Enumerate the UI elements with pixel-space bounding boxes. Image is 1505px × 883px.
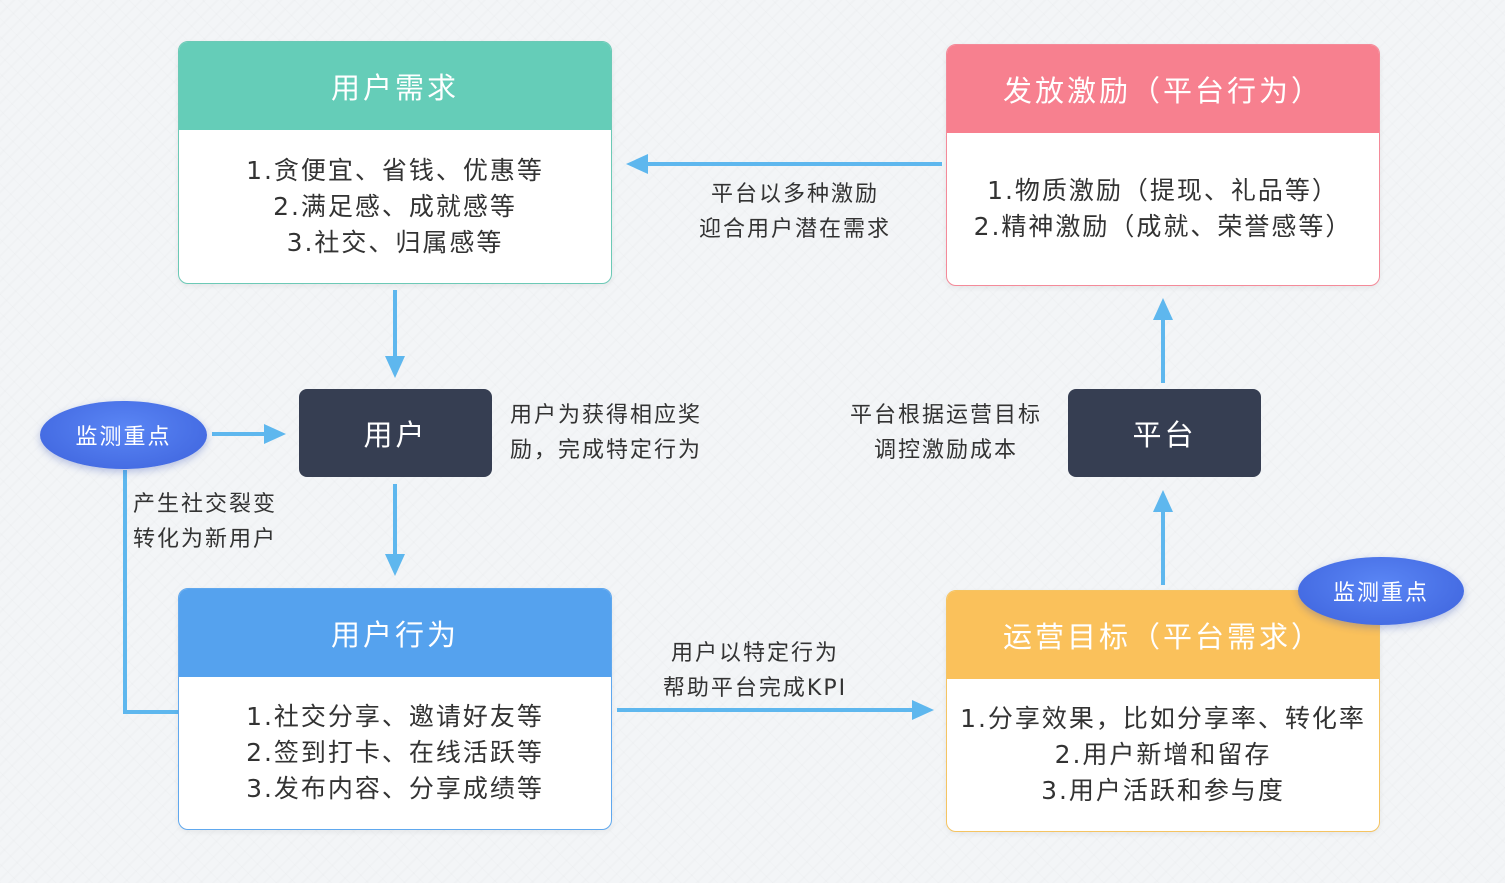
kpi-label: 用户以特定行为 帮助平台完成KPI (655, 636, 855, 706)
list-item: 3.社交、归属感等 (286, 227, 504, 257)
list-item: 2.签到打卡、在线活跃等 (246, 738, 544, 767)
user-node: 用户 (299, 389, 492, 477)
incentive-to-need-label: 平台以多种激励 迎合用户潜在需求 (690, 177, 900, 247)
list-item: 2.精神激励（成就、荣誉感等） (973, 212, 1353, 241)
list-item: 1.物质激励（提现、礼品等） (987, 176, 1339, 205)
list-item: 1.贪便宜、省钱、优惠等 (246, 155, 544, 185)
incentive-list: 1.物质激励（提现、礼品等） 2.精神激励（成就、荣誉感等） (947, 133, 1379, 285)
label-line: 调控激励成本 (874, 438, 1019, 463)
label-line: 迎合用户潜在需求 (698, 217, 891, 242)
label-line: 平台根据运营目标 (850, 403, 1043, 428)
user-need-list: 1.贪便宜、省钱、优惠等 2.满足感、成就感等 3.社交、归属感等 (179, 130, 611, 283)
list-item: 1.分享效果，比如分享率、转化率 (960, 704, 1366, 733)
label-line: 用户为获得相应奖 (510, 403, 703, 428)
user-need-title: 用户需求 (179, 42, 611, 130)
label-line: 励，完成特定行为 (510, 438, 703, 463)
list-item: 2.用户新增和留存 (1054, 740, 1272, 769)
monitor-focus-badge-right: 监测重点 (1298, 557, 1464, 625)
label-line: 平台以多种激励 (710, 182, 879, 207)
incentive-card: 发放激励（平台行为） 1.物质激励（提现、礼品等） 2.精神激励（成就、荣誉感等… (946, 44, 1380, 286)
user-need-card: 用户需求 1.贪便宜、省钱、优惠等 2.满足感、成就感等 3.社交、归属感等 (178, 41, 612, 284)
operation-goal-list: 1.分享效果，比如分享率、转化率 2.用户新增和留存 3.用户活跃和参与度 (947, 679, 1379, 831)
user-action-label: 用户为获得相应奖 励，完成特定行为 (510, 398, 702, 468)
user-behavior-card: 用户行为 1.社交分享、邀请好友等 2.签到打卡、在线活跃等 3.发布内容、分享… (178, 588, 612, 830)
feedback-loop-line (123, 470, 178, 714)
label-line: 帮助平台完成KPI (662, 676, 848, 701)
list-item: 3.发布内容、分享成绩等 (246, 774, 544, 803)
label-line: 用户以特定行为 (670, 641, 839, 666)
label-line: 转化为新用户 (133, 527, 278, 552)
operation-goal-card: 运营目标（平台需求） 1.分享效果，比如分享率、转化率 2.用户新增和留存 3.… (946, 590, 1380, 832)
list-item: 2.满足感、成就感等 (273, 191, 517, 221)
list-item: 1.社交分享、邀请好友等 (246, 702, 544, 731)
label-line: 产生社交裂变 (133, 492, 278, 517)
user-behavior-list: 1.社交分享、邀请好友等 2.签到打卡、在线活跃等 3.发布内容、分享成绩等 (179, 677, 611, 829)
monitor-focus-badge-left: 监测重点 (40, 401, 207, 469)
platform-control-label: 平台根据运营目标 调控激励成本 (850, 398, 1042, 468)
social-fission-label: 产生社交裂变 转化为新用户 (133, 487, 277, 557)
user-behavior-title: 用户行为 (179, 589, 611, 677)
incentive-title: 发放激励（平台行为） (947, 45, 1379, 133)
list-item: 3.用户活跃和参与度 (1041, 776, 1285, 805)
platform-node: 平台 (1068, 389, 1261, 477)
